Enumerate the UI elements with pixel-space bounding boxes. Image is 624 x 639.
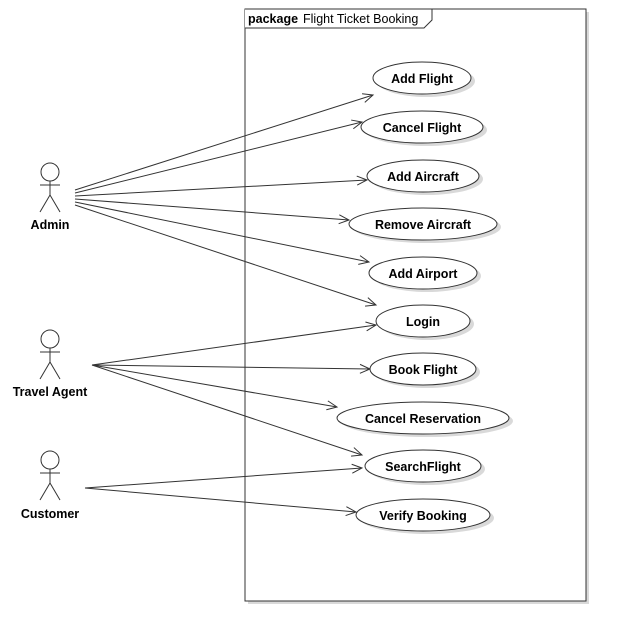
association-customer-verify-booking [84,487,358,517]
use-case-label: Book Flight [389,363,459,377]
use-cases: Add Flight Cancel Flight Add Aircraft Re… [336,61,513,534]
use-case-label: Verify Booking [379,509,467,523]
use-case-cancel-flight[interactable]: Cancel Flight [360,110,487,146]
use-case-remove-aircraft[interactable]: Remove Aircraft [348,207,501,243]
use-case-label: Add Aircraft [387,170,460,184]
association-travel-agent-login [91,321,378,366]
actor-admin[interactable] [39,162,61,213]
association-admin-add-airport [74,201,371,265]
actor-customer[interactable] [39,450,61,501]
use-case-login[interactable]: Login [375,304,474,340]
association-admin-add-flight [74,93,375,191]
use-case-label: Login [406,315,440,329]
association-travel-agent-search-flight [91,364,364,457]
association-customer-search-flight [84,463,364,489]
association-admin-login [74,204,378,307]
actor-label-customer: Customer [21,507,79,521]
package-name: Flight Ticket Booking [303,12,418,26]
associations [74,93,378,517]
use-case-label: Remove Aircraft [375,218,472,232]
use-case-add-aircraft[interactable]: Add Aircraft [366,159,483,195]
use-case-search-flight[interactable]: SearchFlight [364,449,485,485]
association-travel-agent-cancel-reservation [91,364,339,411]
package-keyword: package [248,12,298,26]
package-tab [245,8,433,29]
actor-travel-agent[interactable] [39,329,61,380]
actor-label-travel-agent: Travel Agent [13,385,88,399]
use-case-label: SearchFlight [385,460,462,474]
use-case-verify-booking[interactable]: Verify Booking [355,498,494,534]
use-case-label: Cancel Flight [383,121,462,135]
use-case-add-airport[interactable]: Add Airport [368,256,481,292]
use-case-book-flight[interactable]: Book Flight [369,352,480,388]
use-case-label: Add Airport [389,267,459,281]
use-case-label: Cancel Reservation [365,412,481,426]
use-case-label: Add Flight [391,72,454,86]
association-admin-add-aircraft [74,175,369,197]
association-admin-cancel-flight [74,119,364,194]
use-case-add-flight[interactable]: Add Flight [372,61,475,97]
use-case-cancel-reservation[interactable]: Cancel Reservation [336,401,513,437]
association-admin-remove-aircraft [74,198,351,225]
actor-label-admin: Admin [31,218,70,232]
